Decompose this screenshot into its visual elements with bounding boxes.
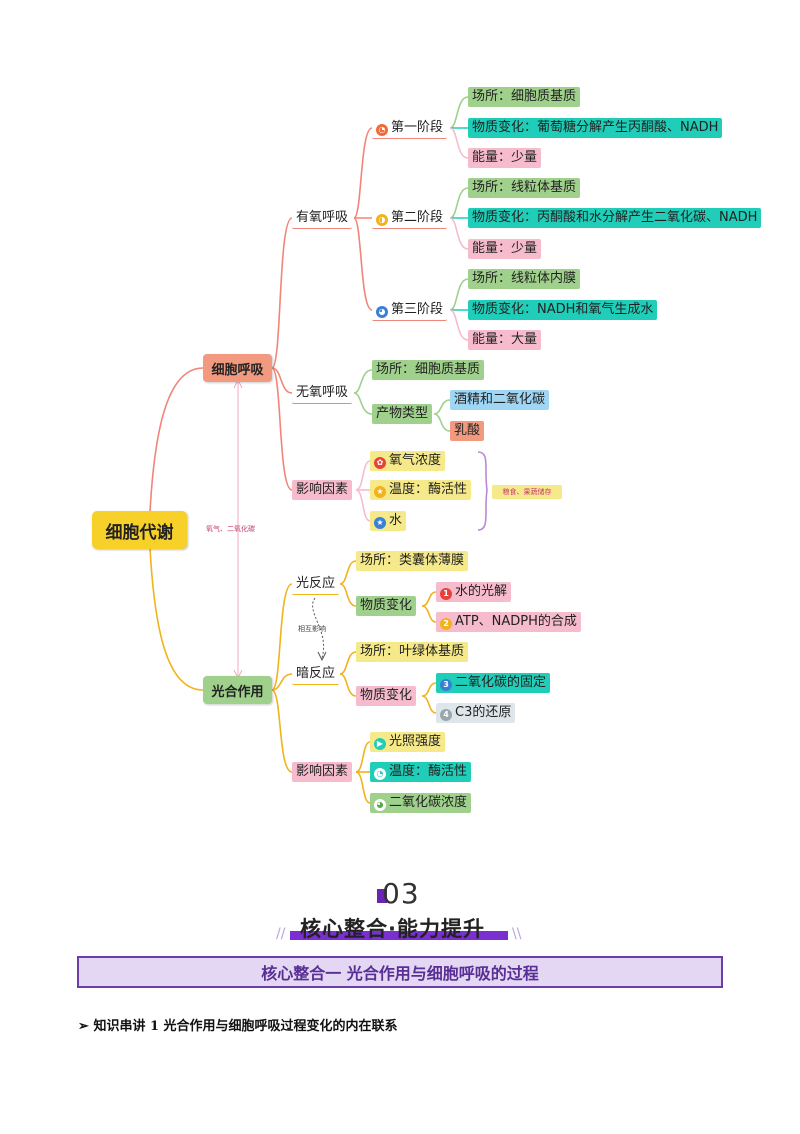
stage3-icon: ◕ [376,306,388,318]
respiration-factor-1: ✿氧气浓度 [370,451,446,471]
stage3-change: 物质变化：NADH和氧气生成水 [468,300,658,320]
photo-factor-1: ▶光照强度 [370,732,446,752]
anaerobic-product-2: 乳酸 [450,421,485,441]
stage1-place: 场所：细胞质基质 [468,87,581,107]
light-reaction-node: 光反应 [292,574,340,595]
stage2-icon: ◑ [376,214,388,226]
connector-root-photosynthesis [149,547,204,691]
pie-icon-2: ◕ [374,799,386,811]
photo-factor-3: ◕二氧化碳浓度 [370,793,472,813]
dark-place: 场所：叶绿体基质 [356,642,469,662]
section-title: 核心整合·能力提升 [300,917,485,941]
topic-title-box: 核心整合一 光合作用与细胞呼吸的过程 [77,956,723,988]
respiration-factors-node: 影响因素 [292,480,353,500]
step1-icon: 1 [440,588,452,600]
anaerobic-product-1: 酒精和二氧化碳 [450,390,550,410]
factor1-icon: ✿ [374,457,386,469]
link-label: 氧气、二氧化碳 [206,525,255,533]
stage3-place: 场所：线粒体内膜 [468,269,581,289]
factors-note: 粮食、果蔬储存 [492,485,562,499]
anaerobic-node: 无氧呼吸 [292,383,353,404]
stage1-icon: ◔ [376,124,388,136]
dark-reaction-node: 暗反应 [292,664,340,685]
photo-factors-node: 影响因素 [292,762,353,782]
slash-decor-left: // [276,926,286,942]
stage2-place: 场所：线粒体基质 [468,178,581,198]
factor2-icon: ★ [374,486,386,498]
aerobic-node: 有氧呼吸 [292,208,353,229]
pie-icon: ◔ [374,768,386,780]
step2-icon: 2 [440,618,452,630]
section-number: 03 [382,877,420,910]
step4-icon: 4 [440,709,452,721]
respiration-node: 细胞呼吸 [203,354,272,382]
respiration-factor-2: ★温度：酶活性 [370,480,472,500]
stage1-energy: 能量：少量 [468,148,542,168]
factor3-icon: ★ [374,517,386,529]
stage1-node: ◔第一阶段 [372,118,448,139]
light-change-label: 物质变化 [356,596,417,616]
stage3-energy: 能量：大量 [468,330,542,350]
connector-root-respiration [149,367,204,513]
anaerobic-place: 场所：细胞质基质 [372,360,485,380]
slash-decor-right: \\ [512,926,522,942]
photosynthesis-node: 光合作用 [203,676,272,704]
subheading-marker: ➢ [78,1019,89,1034]
stage2-node: ◑第二阶段 [372,208,448,229]
subheading-text: 知识串讲 1 光合作用与细胞呼吸过程变化的内在联系 [93,1019,398,1034]
subheading: ➢ 知识串讲 1 光合作用与细胞呼吸过程变化的内在联系 [78,1015,398,1034]
stage1-change: 物质变化：葡萄糖分解产生丙酮酸、NADH [468,118,723,138]
stage3-node: ◕第三阶段 [372,300,448,321]
stage2-energy: 能量：少量 [468,239,542,259]
stage2-change: 物质变化：丙酮酸和水分解产生二氧化碳、NADH [468,208,762,228]
dark-change-label: 物质变化 [356,686,417,706]
root-node: 细胞代谢 [92,511,187,549]
photo-factor-2: ◔温度：酶活性 [370,762,472,782]
interaction-label: 相互影响 [298,625,326,633]
play-icon: ▶ [374,738,386,750]
light-place: 场所：类囊体薄膜 [356,551,469,571]
mindmap-connectors [149,96,488,804]
respiration-factor-3: ★水 [370,511,407,531]
section-number-accent [377,889,387,903]
anaerobic-products-label: 产物类型 [372,404,433,424]
step3-icon: 3 [440,679,452,691]
